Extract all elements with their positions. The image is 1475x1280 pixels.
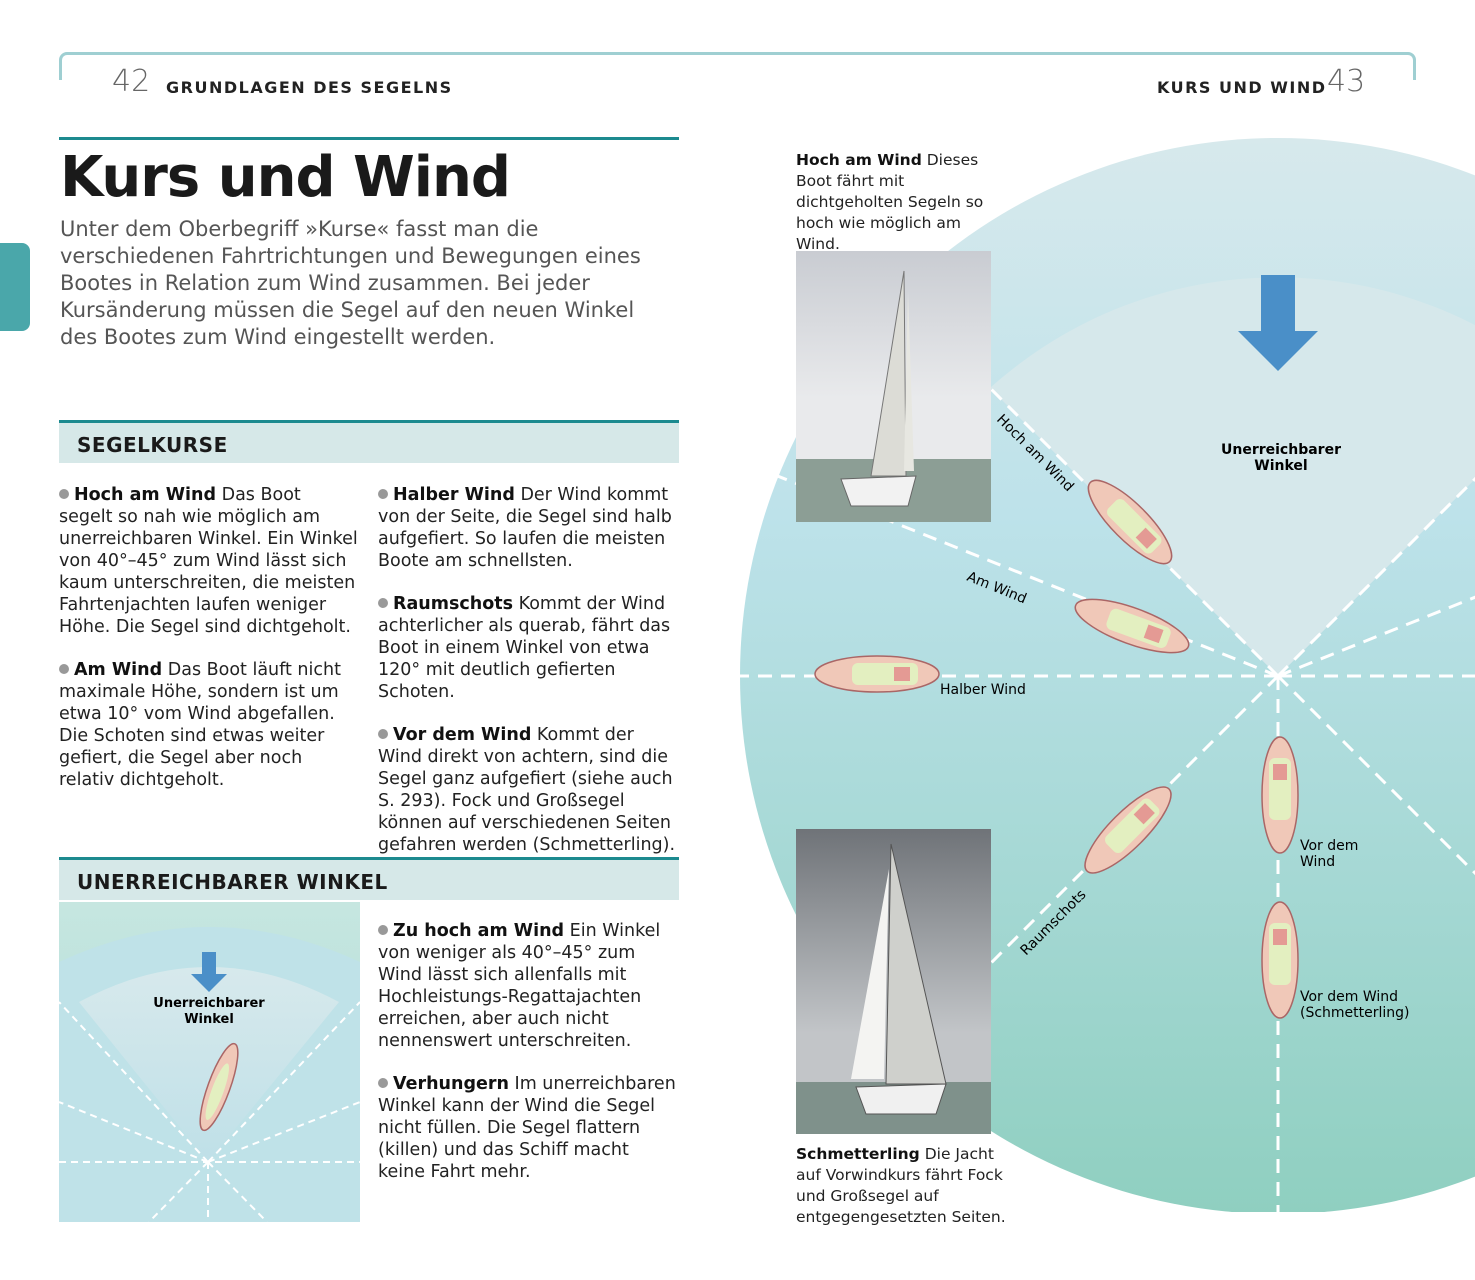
course-label-halber: Halber Wind — [940, 682, 1026, 698]
term: Hoch am Wind — [74, 485, 217, 505]
description: Das Boot läuft nicht maximale Höhe, sond… — [59, 660, 341, 790]
description: Im unerreichbaren Winkel kann der Wind d… — [378, 1074, 676, 1182]
page-frame — [59, 52, 1416, 80]
list-item: Raumschots Kommt der Wind achterlicher a… — [378, 593, 680, 703]
description: Der Wind kommt von der Seite, die Segel … — [378, 485, 672, 571]
section-rule — [59, 420, 679, 423]
list-item: Vor dem Wind Kommt der Wind direkt von a… — [378, 724, 680, 856]
description: Ein Winkel von weniger als 40°–45° zum W… — [378, 921, 661, 1051]
caption-term: Hoch am Wind — [796, 151, 922, 169]
section-heading-unerreichbar: UNERREICHBARER WINKEL — [59, 860, 679, 900]
boat-icon — [1087, 479, 1173, 565]
boat-icon — [199, 1042, 239, 1132]
caption-bottom: Schmetterling Die Jacht auf Vorwindkurs … — [796, 1144, 1016, 1228]
list-item: Am Wind Das Boot läuft nicht maximale Hö… — [59, 659, 359, 791]
intro-text: Unter dem Oberbegriff »Kurse« fasst man … — [60, 217, 641, 349]
description: Kommt der Wind achterlicher als querab, … — [378, 594, 671, 702]
section-rule — [59, 857, 679, 860]
photo-schmetterling — [796, 829, 991, 1134]
unreachable-angle-diagram: Unerreichbarer Winkel — [59, 902, 360, 1222]
wind-arrow-icon — [1238, 275, 1318, 371]
caption-text: Dieses Boot fährt mit dichtgeholten Sege… — [796, 151, 984, 253]
boat-icon — [1084, 786, 1172, 874]
list-item: Hoch am Wind Das Boot segelt so nah wie … — [59, 484, 359, 638]
term: Am Wind — [74, 660, 163, 680]
list-item: Zu hoch am Wind Ein Winkel von weniger a… — [378, 920, 680, 1052]
title-rule — [59, 137, 679, 140]
term: Zu hoch am Wind — [393, 921, 565, 941]
description: Das Boot segelt so nah wie möglich am un… — [59, 485, 358, 637]
caption-text: Die Jacht auf Vorwindkurs fährt Fock und… — [796, 1145, 1006, 1226]
course-label-schmetterling: Vor dem Wind — [1300, 989, 1398, 1005]
left-running-head: GRUNDLAGEN DES SEGELNS — [166, 78, 453, 97]
list-item: Verhungern Im unerreichbaren Winkel kann… — [378, 1073, 680, 1183]
left-page-number: 42 — [112, 64, 151, 99]
diagram-label: Winkel — [184, 1012, 234, 1027]
unreachable-label: Winkel — [1254, 458, 1307, 474]
unreachable-label: Unerreichbarer — [1221, 442, 1341, 458]
column-unerreichbar: Zu hoch am Wind Ein Winkel von weniger a… — [378, 920, 680, 1204]
boat-icon — [1261, 901, 1299, 1019]
column-left: Hoch am Wind Das Boot segelt so nah wie … — [59, 484, 359, 812]
right-running-head: KURS UND WIND — [1157, 78, 1327, 97]
section-heading-segelkurse: SEGELKURSE — [59, 423, 679, 463]
term: Halber Wind — [393, 485, 515, 505]
page-title: Kurs und Wind — [60, 145, 511, 210]
list-item: Halber Wind Der Wind kommt von der Seite… — [378, 484, 680, 572]
right-page-number: 43 — [1327, 64, 1366, 99]
course-label-vor: Vor dem — [1300, 838, 1358, 854]
left-thumb-tab — [0, 243, 30, 331]
boat-icon — [814, 655, 940, 693]
wind-arrow-icon — [191, 952, 227, 992]
photo-hoch-am-wind — [796, 251, 991, 522]
boat-icon — [1261, 736, 1299, 854]
term: Verhungern — [393, 1074, 509, 1094]
boat-icon — [1074, 598, 1190, 654]
diagram-label: Unerreichbarer — [153, 996, 265, 1011]
term: Raumschots — [393, 594, 514, 614]
term: Vor dem Wind — [393, 725, 532, 745]
course-label-vor: Wind — [1300, 854, 1335, 870]
caption-top: Hoch am Wind Dieses Boot fährt mit dicht… — [796, 150, 986, 255]
caption-term: Schmetterling — [796, 1145, 920, 1163]
course-label-schmetterling: (Schmetterling) — [1300, 1005, 1410, 1021]
description: Kommt der Wind direkt von achtern, sind … — [378, 725, 676, 855]
column-right: Halber Wind Der Wind kommt von der Seite… — [378, 484, 680, 877]
